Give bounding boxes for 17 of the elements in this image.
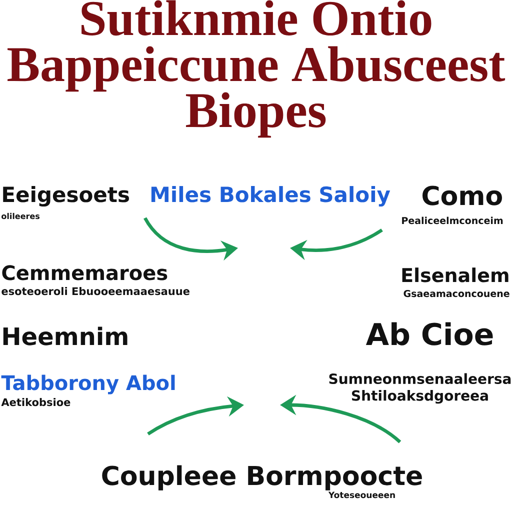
heading-text: Heemnim	[3, 326, 128, 346]
small-text: Yoteseoueeen	[328, 492, 395, 498]
heading-text: Cemmemaroes	[2, 265, 168, 280]
heading-text: Como	[422, 186, 502, 206]
heading-text: Miles Bokales Saloiy	[151, 186, 390, 207]
heading-text: Coupleee Bormpoocte	[102, 465, 422, 490]
heading-text: Eeigesoets	[3, 186, 129, 207]
small-text: olileeres	[2, 212, 40, 220]
small-text: Aetikobsioe	[1, 398, 70, 406]
heading-text: Tabborony Abol	[1, 374, 175, 394]
title: Sutiknmie Ontio Bappeiccune Abusceest Biopes	[8, 0, 506, 138]
small-text: Gsaeamaconcouene	[404, 290, 510, 298]
heading-text: Ab Cioe	[366, 322, 493, 346]
small-text: esoteoeroli Ebuooeemaaesauue	[2, 287, 190, 296]
heading-text: Elsenalem	[402, 268, 508, 282]
small-text: Pealiceelmconceim	[402, 216, 503, 224]
small-text: Sumneonmsenaaleersa Shtiloaksdgoreea	[329, 373, 511, 404]
